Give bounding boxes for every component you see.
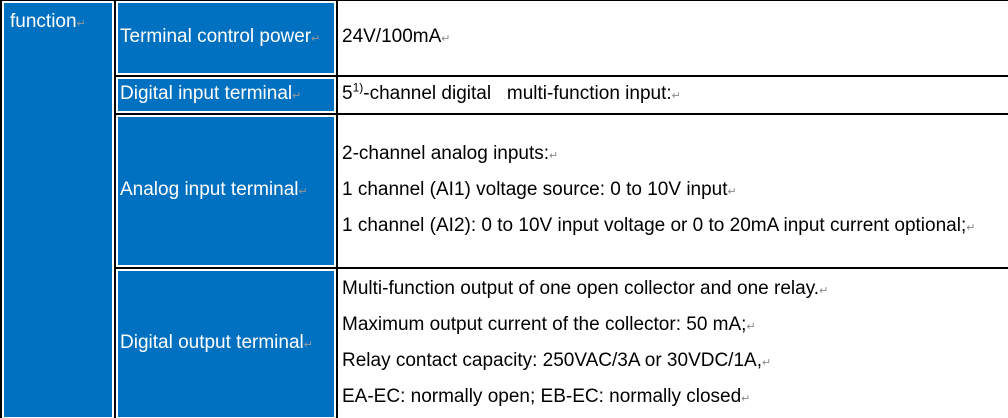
paragraph-mark: ↵ (298, 186, 308, 198)
value-line: Maximum output current of the collector:… (342, 314, 747, 335)
paragraph-mark: ↵ (311, 33, 321, 45)
paragraph-mark: ↵ (549, 150, 559, 162)
row-value: Multi-function output of one open collec… (336, 267, 1008, 418)
paragraph-mark: ↵ (746, 321, 756, 333)
value-prefix: 5 (342, 83, 353, 104)
value-line: 24V/100mA (342, 26, 442, 47)
row-label: Analog input terminal↵ (114, 113, 338, 269)
row-value: 2-channel analog inputs:↵ 1 channel (AI1… (336, 113, 1008, 269)
row-label-text: Digital output terminal (120, 332, 304, 353)
row-label-text: Analog input terminal (120, 179, 299, 200)
paragraph-mark: ↵ (727, 186, 737, 198)
row-label: Digital input terminal↵ (114, 75, 338, 115)
value-line: Relay contact capacity: 250VAC/3A or 30V… (342, 350, 762, 371)
value-line: 1 channel (AI1) voltage source: 0 to 10V… (342, 179, 728, 200)
paragraph-mark: ↵ (76, 18, 86, 30)
footnote-ref: 1) (352, 80, 364, 95)
row-value: 51)-channel digital multi-function input… (336, 75, 1008, 115)
category-label: function (10, 11, 77, 32)
paragraph-mark: ↵ (303, 339, 313, 351)
value-line: -channel digital multi-function input: (363, 83, 672, 104)
paragraph-mark: ↵ (966, 222, 976, 234)
row-label-text: Terminal control power (120, 26, 312, 47)
paragraph-mark: ↵ (441, 33, 451, 45)
row-label: Digital output terminal↵ (114, 267, 338, 418)
value-line: 2-channel analog inputs: (342, 143, 550, 164)
table-row: Digital input terminal↵ 51)-channel digi… (1, 75, 1008, 115)
category-cell: function↵ (0, 0, 116, 418)
row-label-text: Digital input terminal (120, 83, 293, 104)
value-line: Multi-function output of one open collec… (342, 278, 820, 299)
value-line: EA-EC: normally open; EB-EC: normally cl… (342, 386, 742, 407)
row-value: 24V/100mA↵ (336, 0, 1008, 77)
paragraph-mark: ↵ (761, 357, 772, 369)
paragraph-mark: ↵ (292, 90, 302, 102)
table-row: Digital output terminal↵ Multi-function … (1, 267, 1008, 418)
value-line: 1 channel (AI2): 0 to 10V input voltage … (342, 215, 967, 236)
paragraph-mark: ↵ (671, 90, 681, 102)
table-row: Analog input terminal↵ 2-channel analog … (1, 113, 1008, 269)
paragraph-mark: ↵ (819, 285, 829, 297)
row-label: Terminal control power↵ (114, 0, 338, 77)
paragraph-mark: ↵ (741, 393, 751, 405)
